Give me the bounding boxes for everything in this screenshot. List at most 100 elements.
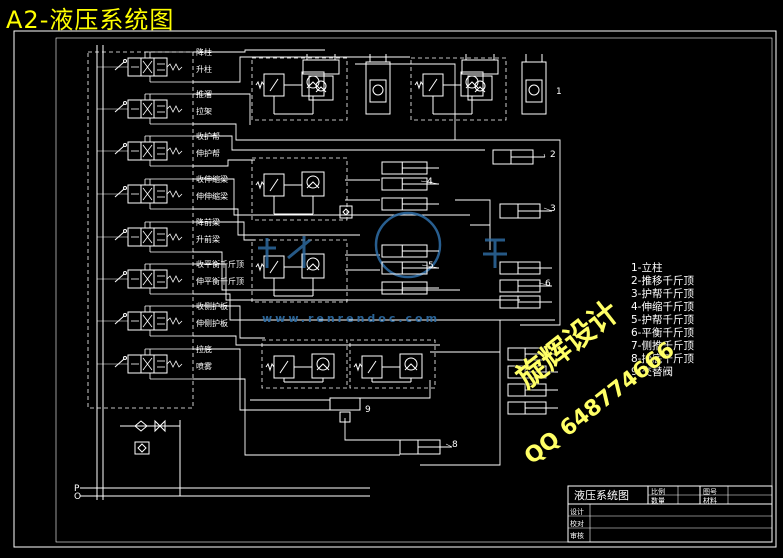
valve-spring — [166, 233, 183, 241]
filter-diamond — [137, 443, 147, 453]
component-number: 2 — [550, 150, 556, 160]
valve-cross — [142, 60, 153, 74]
hydraulic-cylinder — [381, 197, 439, 211]
valve-label-bottom: 升前梁 — [196, 234, 220, 244]
column-ball — [528, 84, 540, 96]
hydraulic-pipe — [193, 251, 460, 291]
valve-spool-box — [153, 184, 168, 204]
valve-spring — [166, 63, 183, 71]
valve-label-bottom: 伸伸缩梁 — [196, 191, 228, 201]
valve-lever — [114, 273, 125, 283]
control-unit — [261, 339, 348, 389]
hydraulic-cylinder: 5 — [381, 261, 440, 275]
column-ball — [372, 84, 384, 96]
supply-label-P: P — [74, 484, 80, 494]
relief-arrow — [269, 260, 279, 274]
hydraulic-cylinder — [499, 261, 552, 275]
control-unit — [251, 54, 348, 121]
legend-item: 8-抬底千斤顶 — [631, 353, 694, 365]
hydraulic-pipe — [193, 123, 470, 141]
unit-border — [349, 339, 436, 389]
hydraulic-pipe — [193, 263, 520, 301]
valve-lever-knob — [123, 186, 127, 190]
valve-spring — [166, 105, 183, 113]
component-number: 4 — [427, 177, 433, 187]
filter-symbol — [134, 420, 148, 432]
valve-cross — [142, 357, 153, 371]
leader-line — [445, 443, 453, 448]
hydraulic-lock — [467, 75, 493, 101]
hydraulic-pipe — [193, 221, 255, 241]
check-valve-ball — [316, 357, 330, 371]
unit-border — [251, 57, 348, 121]
lock-top — [302, 59, 340, 75]
hydraulic-pipe — [193, 348, 330, 411]
column-inner — [369, 79, 387, 103]
hydraulic-pipe — [470, 139, 561, 326]
valve-cross — [142, 230, 153, 244]
hydraulic-cylinder — [507, 365, 558, 379]
hydraulic-pipe — [250, 398, 331, 401]
valve-lever-knob — [123, 101, 127, 105]
pipe-network — [80, 49, 561, 497]
valve-spool-box — [153, 57, 168, 77]
control-unit — [349, 339, 436, 389]
valve-spring — [166, 317, 183, 325]
title-block-border — [567, 485, 773, 543]
hydraulic-cylinder: 6 — [499, 279, 553, 293]
hydraulic-cylinder — [507, 383, 558, 397]
valve-cross — [142, 187, 153, 201]
valve-lever-knob — [123, 229, 127, 233]
relief-spring — [265, 362, 275, 372]
unit-border — [261, 339, 348, 389]
stop-valve-symbol — [154, 419, 166, 433]
column-inner — [525, 79, 543, 103]
title-block-row: 校对 — [570, 519, 584, 528]
leader-line — [421, 264, 440, 269]
hydraulic-pipe — [420, 319, 501, 466]
check-valve-seat — [404, 363, 418, 371]
quantity-label: 数量 — [651, 496, 665, 505]
hydraulic-cylinder — [507, 401, 558, 415]
outer-frame — [13, 30, 777, 548]
component-number: 9 — [365, 405, 371, 415]
watermark-glyph — [483, 238, 507, 268]
valve-cross — [142, 102, 153, 116]
hydraulic-pipe — [455, 199, 491, 250]
relief-spring — [255, 80, 265, 90]
valve-bank: 降柱升柱推溜拉架收护帮伸护帮收伸缩梁伸伸缩梁降前梁升前梁收平衡千斤顶伸平衡千斤顶… — [87, 45, 244, 500]
valve-lever — [114, 315, 125, 325]
valve-spring — [166, 190, 183, 198]
valve-spool-box — [153, 269, 168, 289]
valve-spring — [166, 360, 183, 368]
valve-cross — [142, 144, 153, 158]
valve-lever-knob — [123, 313, 127, 317]
hydraulic-pipe — [193, 335, 440, 346]
valve-lever — [114, 188, 125, 198]
control-unit — [410, 54, 507, 121]
leader-line — [420, 180, 440, 185]
check-block-mark — [342, 208, 350, 216]
legend-item: 5-护帮千斤顶 — [631, 314, 694, 326]
hydraulic-lock — [308, 75, 334, 101]
control-unit — [251, 157, 348, 221]
check-valve-ball — [306, 175, 320, 189]
relief-spring — [255, 262, 265, 272]
relief-arrow — [269, 178, 279, 192]
legend-item: 6-平衡千斤顶 — [631, 327, 694, 339]
hydraulic-cylinder — [507, 347, 558, 361]
legend-item: 2-推移千斤顶 — [631, 275, 694, 287]
valve-lever-knob — [123, 271, 127, 275]
component-legend: 1-立柱 2-推移千斤顶 3-护帮千斤顶 4-伸缩千斤顶 5-护帮千斤顶 6-平… — [631, 262, 694, 379]
unit-border — [251, 239, 348, 303]
hydraulic-pipe — [344, 418, 400, 441]
valve-lever — [114, 145, 125, 155]
valve-lever — [114, 103, 125, 113]
component-number: 8 — [452, 440, 458, 450]
unit-border — [410, 57, 507, 121]
valve-spring — [166, 147, 183, 155]
valve-spool-box — [153, 99, 168, 119]
leader-line — [543, 153, 546, 158]
valve-label-bottom: 伸侧护板 — [196, 318, 228, 328]
